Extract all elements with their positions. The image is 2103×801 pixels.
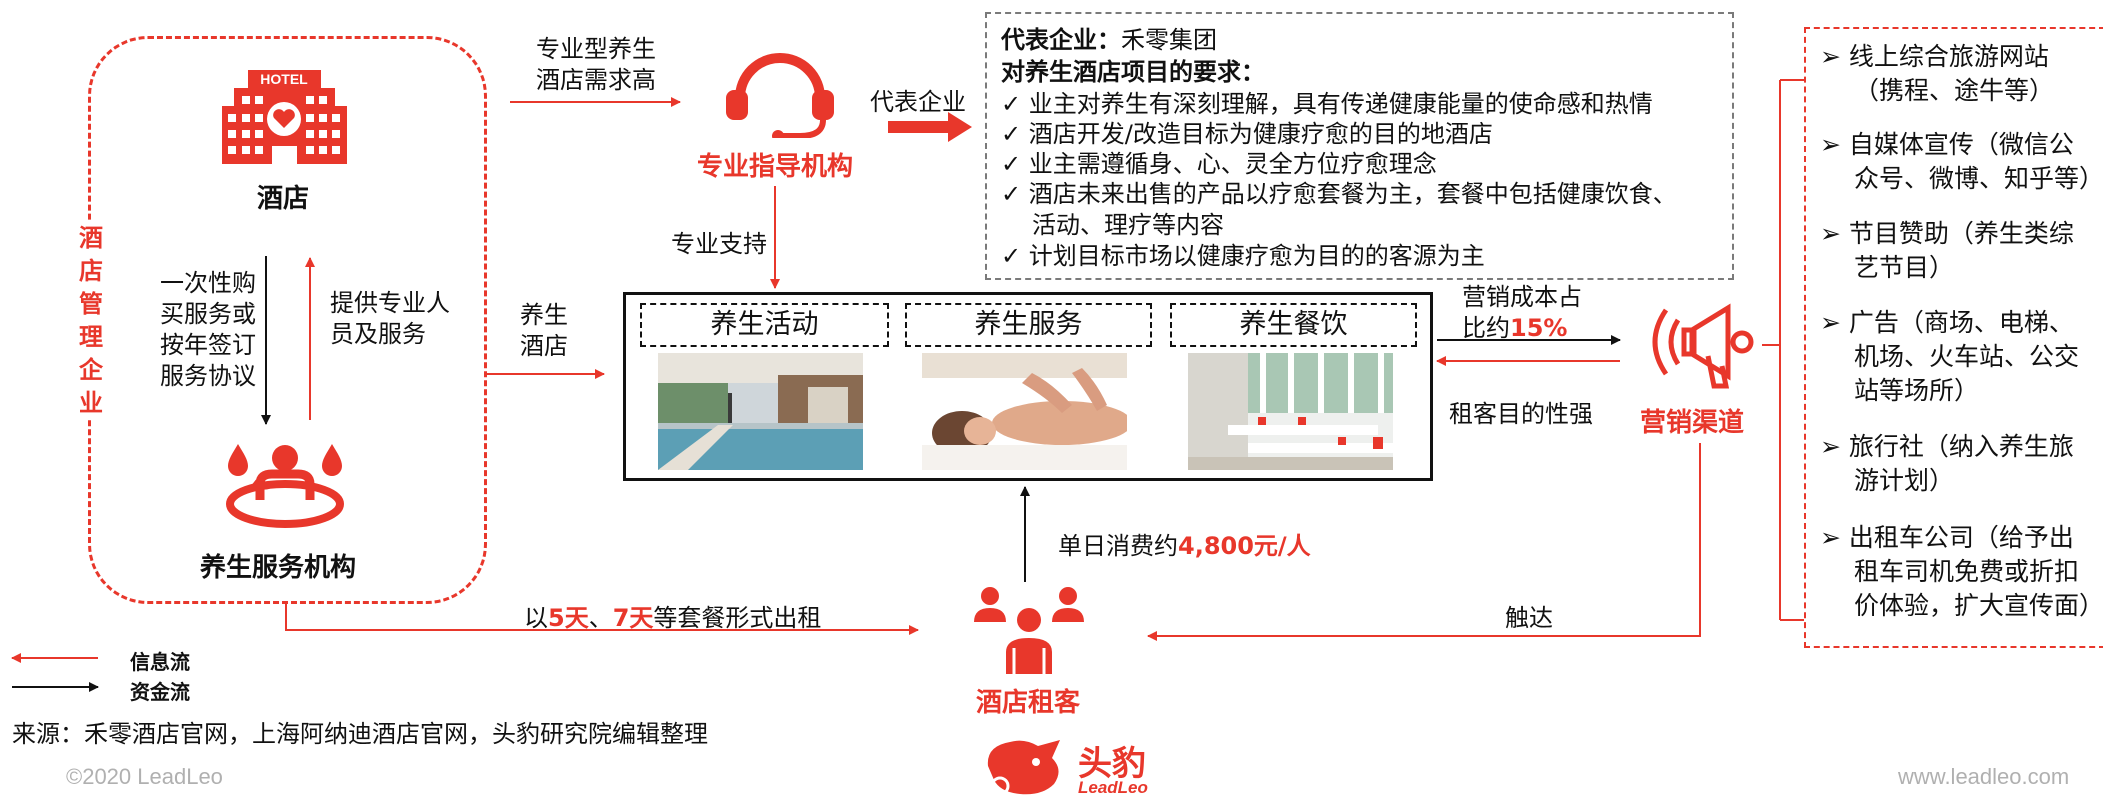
- requirement-item: ✓ 酒店开发/改造目标为健康疗愈的目的地酒店: [1001, 120, 1493, 148]
- rep-company-line: 代表企业：禾零集团: [1001, 26, 1217, 54]
- tenant-label: 酒店租客: [976, 688, 1081, 718]
- logo-text-en: LeadLeo: [1078, 778, 1148, 797]
- wellness-hotel-label: 养生 酒店: [520, 301, 568, 360]
- people-icon: [974, 587, 1084, 674]
- channel-item: ➢ 广告（商场、电梯、 机场、火车站、公交 站等场所）: [1820, 308, 2080, 405]
- provide-text: 提供专业人 员及服务: [330, 289, 450, 348]
- hotel-icon: HOTEL: [222, 70, 347, 164]
- channel-item: ➢ 自媒体宣传（微信公 众号、微博、知乎等）: [1820, 130, 2103, 193]
- guide-org-label: 专业指导机构: [697, 152, 854, 182]
- hotel-management-label: 酒 店 管 理 企 业: [74, 222, 108, 420]
- service-activity-label: 养生活动: [640, 303, 889, 347]
- logo-text-cn: 头豹: [1078, 744, 1146, 784]
- svg-text:HOTEL: HOTEL: [260, 71, 308, 87]
- massage-photo: [922, 353, 1127, 470]
- requirements-box: [985, 12, 1734, 280]
- support-text: 专业支持: [671, 230, 767, 258]
- source-note: 来源：禾零酒店官网，上海阿纳迪酒店官网，头豹研究院编辑整理: [12, 720, 708, 748]
- service-dining-label: 养生餐饮: [1170, 303, 1417, 347]
- purchase-text: 一次性购 买服务或 按年签订 服务协议: [160, 269, 256, 390]
- channel-item: ➢ 旅行社（纳入养生旅 游计划）: [1820, 432, 2074, 495]
- demand-text: 专业型养生 酒店需求高: [536, 35, 656, 94]
- channel-list-box: [1804, 27, 2103, 648]
- rental-package-text: 以5天、7天等套餐形式出租: [524, 604, 822, 632]
- service-care-label: 养生服务: [905, 303, 1152, 347]
- megaphone-icon: [1652, 303, 1754, 389]
- legend-money-label: 资金流: [130, 680, 190, 704]
- website: www.leadleo.com: [1898, 764, 2070, 789]
- restaurant-photo: [1188, 353, 1393, 470]
- requirements-title: 对养生酒店项目的要求：: [1001, 58, 1265, 86]
- rep-company-text: 代表企业: [870, 88, 966, 116]
- requirement-item: ✓ 计划目标市场以健康疗愈为目的的客源为主: [1001, 242, 1485, 270]
- purpose-text: 租客目的性强: [1449, 400, 1593, 428]
- copyright: ©2020 LeadLeo: [66, 764, 223, 789]
- service-org-label: 养生服务机构: [200, 553, 357, 583]
- requirement-item-cont: 活动、理疗等内容: [1032, 211, 1224, 239]
- channel-item: ➢ 出租车公司（给予出 租车司机免费或折扣 价体验，扩大宣传面）: [1820, 523, 2103, 620]
- legend-info-label: 信息流: [130, 650, 190, 674]
- reach-arrow: [1147, 443, 1701, 641]
- requirement-item: ✓ 业主需遵循身、心、灵全方位疗愈理念: [1001, 150, 1437, 178]
- services-box: [623, 292, 1433, 481]
- requirement-item: ✓ 酒店未来出售的产品以疗愈套餐为主，套餐中包括健康饮食、: [1001, 180, 1677, 208]
- requirement-item: ✓ 业主对养生有深刻理解，具有传递健康能量的使命感和热情: [1001, 90, 1653, 118]
- daily-spend-text: 单日消费约4,800元/人: [1058, 532, 1311, 560]
- spa-icon: [226, 444, 344, 528]
- channel-item: ➢ 线上综合旅游网站 （携程、途牛等）: [1820, 42, 2055, 105]
- pool-photo: [658, 353, 863, 470]
- marketing-label: 营销渠道: [1640, 408, 1745, 438]
- hotel-label: 酒店: [257, 184, 310, 214]
- channel-item: ➢ 节目赞助（养生类综 艺节目）: [1820, 219, 2074, 282]
- rent-arrow: [285, 603, 919, 635]
- marketing-cost-text: 营销成本占 比约15%: [1462, 283, 1582, 342]
- rep-company-arrow: [888, 112, 972, 142]
- headset-icon: [726, 53, 834, 138]
- leadleo-logo-icon: [987, 740, 1060, 796]
- reach-text: 触达: [1505, 604, 1553, 632]
